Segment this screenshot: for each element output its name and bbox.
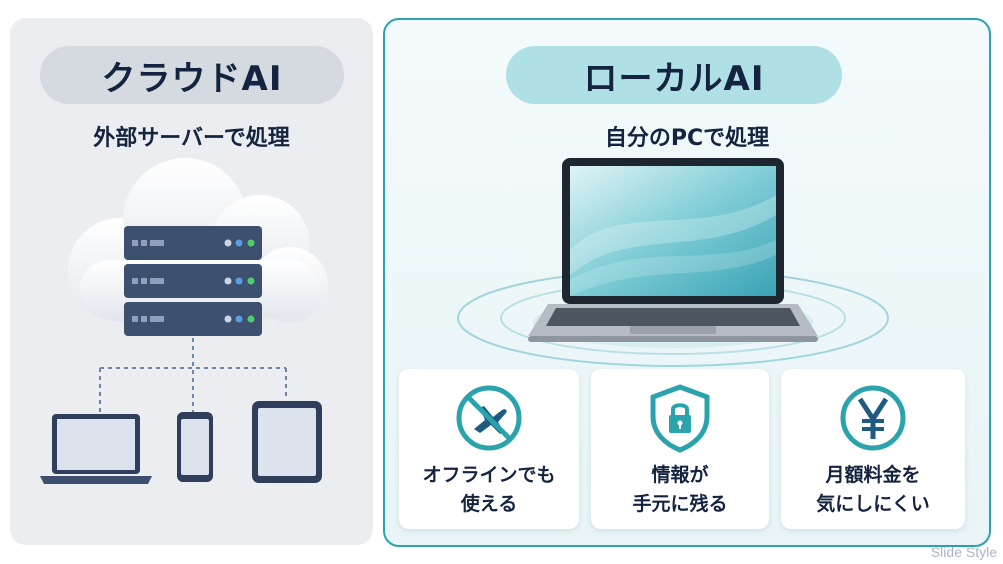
laptop-icon — [457, 158, 889, 367]
feature-card-offline: オフラインでも 使える — [399, 369, 579, 529]
network-connector-lines — [99, 338, 287, 412]
card-label-line2: 手元に残る — [632, 493, 728, 515]
card-label-line1: 月額料金を — [825, 464, 921, 486]
laptop-icon — [40, 414, 152, 484]
card-label-line2: 気にしにくい — [816, 493, 930, 515]
local-ai-subtitle: 自分のPCで処理 — [604, 126, 770, 151]
watermark: Slide Style — [930, 544, 997, 560]
feature-card-privacy: 情報が 手元に残る — [591, 369, 769, 529]
feature-card-cost: 月額料金を 気にしにくい — [781, 369, 965, 529]
local-ai-title: ローカルAI — [506, 46, 842, 104]
tablet-icon — [252, 401, 322, 483]
smartphone-icon — [177, 412, 213, 482]
server-rack-icon — [124, 226, 262, 336]
cloud-ai-subtitle: 外部サーバーで処理 — [93, 126, 290, 151]
shield-lock-icon — [650, 384, 710, 453]
card-label-line2: 使える — [460, 493, 518, 515]
card-label-line1: オフラインでも — [422, 464, 556, 486]
no-airplane-icon — [456, 385, 522, 451]
cloud-ai-title: クラウドAI — [40, 46, 344, 104]
card-label-line1: 情報が — [651, 464, 709, 486]
yen-icon — [840, 385, 906, 451]
